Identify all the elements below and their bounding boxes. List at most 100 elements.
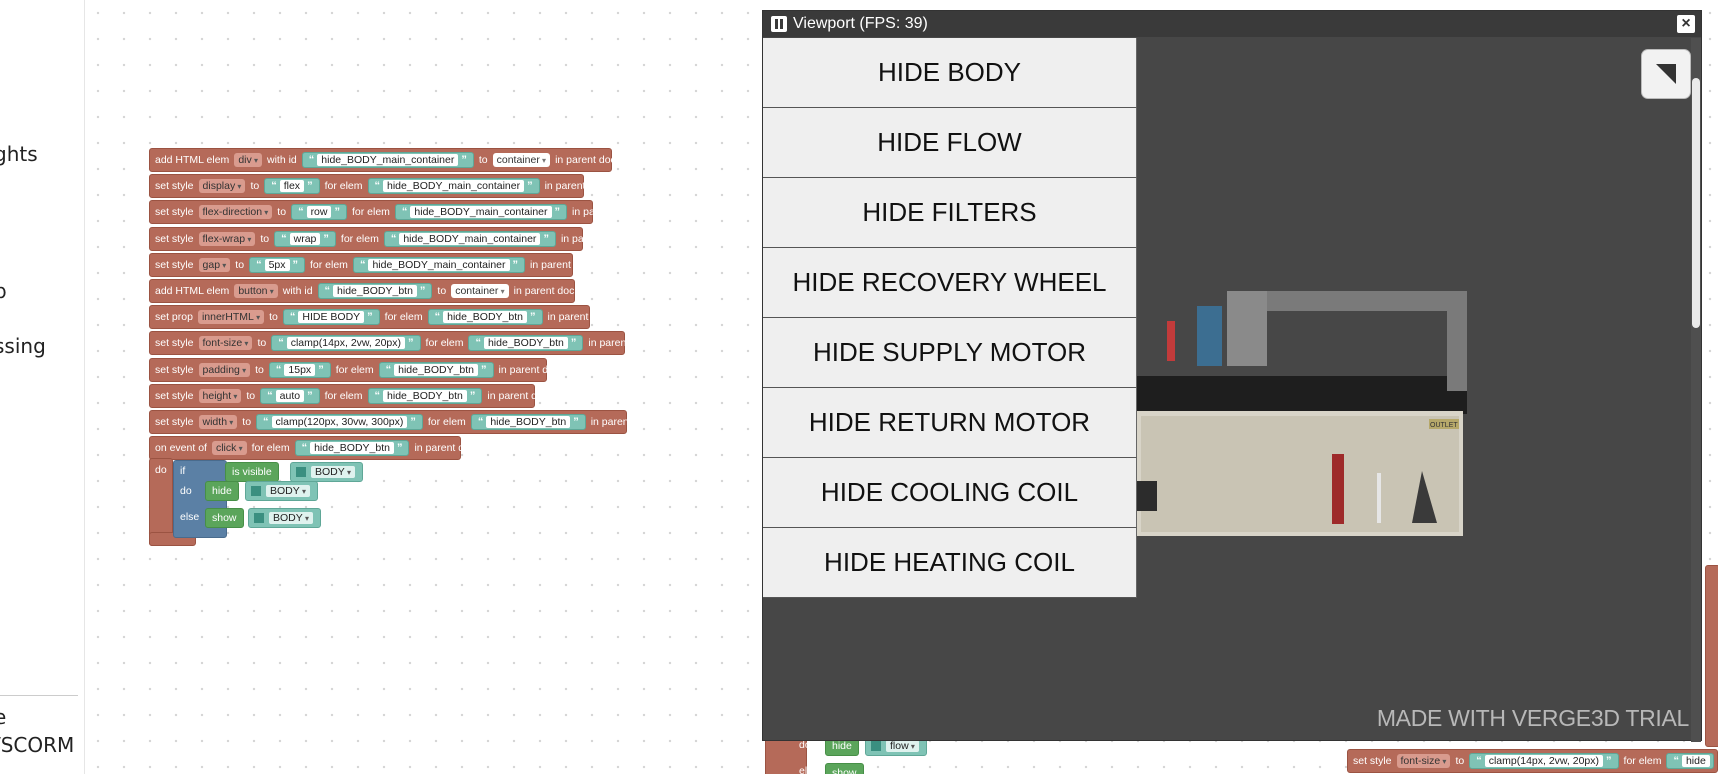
object-value[interactable]: flow	[886, 740, 919, 752]
block-dropdown[interactable]: flex-direction	[198, 205, 273, 220]
script-block-row[interactable]: add HTML elemdivwith id“hide_BODY_main_c…	[149, 148, 616, 172]
block-dropdown-2[interactable]: container	[451, 284, 509, 298]
block-string-2-text[interactable]: hide_BODY_main_container	[399, 232, 541, 245]
sidebar-item-1[interactable]: ghts	[0, 142, 38, 166]
script-block-row[interactable]: set styleheightto“auto”for elem“hide_BOD…	[149, 383, 548, 408]
block-string-1-text[interactable]: clamp(14px, 2vw, 20px)	[286, 337, 406, 350]
hide-block[interactable]: hide	[205, 481, 239, 501]
block-string-1[interactable]: “5px”	[249, 256, 305, 273]
block-string-1-text[interactable]: HIDE BODY	[298, 311, 365, 324]
script-block-row[interactable]: add HTML elembuttonwith id“hide_BODY_btn…	[149, 279, 575, 303]
bottom-value-text[interactable]: clamp(14px, 2vw, 20px)	[1484, 755, 1604, 767]
block-string-1-text[interactable]: clamp(120px, 30vw, 300px)	[271, 416, 408, 428]
block-string-2[interactable]: “hide_BODY_btn”	[367, 387, 483, 404]
viewport-scrollbar[interactable]	[1691, 38, 1701, 742]
block-dropdown-2[interactable]: container	[492, 153, 551, 167]
bottom-elem-string[interactable]: “hide	[1666, 753, 1714, 769]
object-body-block-3[interactable]: BODY	[248, 508, 322, 528]
bottom-prop-dropdown[interactable]: font-size	[1396, 754, 1451, 768]
script-block-row[interactable]: set styledisplayto“flex”for elem“hide_BO…	[149, 174, 605, 199]
is-visible-block[interactable]: is visible	[225, 462, 279, 482]
block-string-1-text[interactable]: 15px	[284, 363, 316, 376]
script-block-row[interactable]: set stylegapto“5px”for elem“hide_BODY_ma…	[149, 252, 591, 277]
block-string-2-text[interactable]: hide_BODY_btn	[486, 416, 571, 428]
block-string-2[interactable]: “hide_BODY_main_container”	[394, 204, 568, 221]
block-string-2[interactable]: “hide_BODY_main_container”	[352, 256, 526, 273]
block-dropdown[interactable]: gap	[198, 257, 231, 272]
script-block-row[interactable]: set stylepaddingto“15px”for elem“hide_BO…	[149, 357, 559, 382]
block-string-2[interactable]: “hide_BODY_main_container”	[383, 230, 556, 247]
sidebar-item-2[interactable]: p	[0, 279, 7, 303]
close-icon[interactable]: ×	[1677, 15, 1695, 33]
block-dropdown[interactable]: innerHTML	[197, 310, 265, 325]
block-string-1-text[interactable]: 5px	[264, 258, 290, 271]
hide-button[interactable]: HIDE FILTERS	[763, 178, 1137, 248]
bottom-value-string[interactable]: “clamp(14px, 2vw, 20px)”	[1469, 753, 1619, 769]
block-string-1[interactable]: “row”	[291, 204, 347, 221]
block-string-2[interactable]: “hide_BODY_btn”	[378, 361, 494, 378]
block-string-1[interactable]: “wrap”	[274, 230, 336, 247]
block-string-1-text[interactable]: row	[306, 206, 332, 219]
block-string-1-text[interactable]: hide_BODY_main_container	[317, 154, 459, 166]
block-string-1[interactable]: “HIDE BODY”	[282, 309, 380, 326]
sidebar-item-5[interactable]: /SCORM	[0, 733, 75, 757]
pause-icon[interactable]	[771, 16, 787, 32]
block-string-2-text[interactable]: hide_BODY_main_container	[410, 206, 552, 219]
hide-button[interactable]: HIDE RETURN MOTOR	[763, 388, 1137, 458]
hvac-3d-scene[interactable]: OUTLET	[1137, 251, 1477, 581]
hide-button[interactable]: HIDE RECOVERY WHEEL	[763, 248, 1137, 318]
block-string-1[interactable]: “hide_BODY_btn”	[294, 440, 410, 457]
hide-button[interactable]: HIDE COOLING COIL	[763, 458, 1137, 528]
hide-button[interactable]: HIDE HEATING COIL	[763, 528, 1137, 598]
object-body-block-1[interactable]: BODY	[290, 462, 364, 482]
block-string-2-text[interactable]: hide_BODY_btn	[394, 363, 479, 376]
block-dropdown[interactable]: width	[198, 415, 238, 429]
block-string-1[interactable]: “hide_BODY_main_container”	[301, 152, 474, 168]
block-string-2-text[interactable]: hide_BODY_btn	[443, 311, 527, 324]
script-block-row[interactable]: set propinnerHTMLto“HIDE BODY”for elem“h…	[149, 305, 608, 330]
block-dropdown[interactable]: display	[198, 179, 246, 194]
block-string-1-text[interactable]: auto	[275, 389, 305, 402]
hide-button[interactable]: HIDE FLOW	[763, 108, 1137, 178]
block-string-1[interactable]: “15px”	[268, 361, 331, 378]
bottom-set-style-block[interactable]: set style font-size to “clamp(14px, 2vw,…	[1347, 749, 1718, 773]
hide-button[interactable]: HIDE SUPPLY MOTOR	[763, 318, 1137, 388]
object-value[interactable]: BODY	[269, 512, 314, 524]
block-dropdown[interactable]: font-size	[198, 336, 253, 351]
bottom-show-block[interactable]: show	[825, 763, 864, 774]
block-string-1[interactable]: “flex”	[264, 178, 320, 195]
block-string-2[interactable]: “hide_BODY_btn”	[470, 414, 586, 430]
object-value[interactable]: BODY	[311, 466, 356, 478]
block-dropdown[interactable]: button	[234, 284, 278, 298]
sidebar-item-4[interactable]: e	[0, 705, 6, 729]
block-string-2-text[interactable]: hide_BODY_btn	[483, 337, 568, 350]
block-string-1-text[interactable]: hide_BODY_btn	[333, 285, 417, 297]
block-dropdown[interactable]: padding	[198, 362, 251, 377]
block-string-1[interactable]: “hide_BODY_btn”	[317, 283, 433, 299]
block-string-2-text[interactable]: hide_BODY_main_container	[368, 258, 510, 271]
block-dropdown[interactable]: click	[211, 441, 247, 456]
block-string-1[interactable]: “clamp(120px, 30vw, 300px)”	[256, 414, 423, 430]
bottom-elem-text[interactable]: hide	[1681, 755, 1710, 767]
block-string-1-text[interactable]: hide_BODY_btn	[310, 442, 394, 455]
block-string-1[interactable]: “clamp(14px, 2vw, 20px)”	[271, 335, 421, 352]
block-string-1[interactable]: “auto”	[260, 387, 320, 404]
block-dropdown[interactable]: div	[234, 153, 262, 167]
fullscreen-icon[interactable]	[1641, 49, 1691, 99]
hide-button[interactable]: HIDE BODY	[763, 38, 1137, 108]
block-string-2[interactable]: “hide_BODY_btn”	[468, 335, 584, 352]
block-dropdown[interactable]: flex-wrap	[198, 231, 256, 246]
block-string-2-text[interactable]: hide_BODY_btn	[383, 389, 467, 402]
show-block[interactable]: show	[205, 508, 244, 528]
viewport-scrollbar-thumb[interactable]	[1692, 78, 1700, 328]
block-string-2[interactable]: “hide_BODY_main_container”	[367, 178, 540, 195]
viewport-titlebar[interactable]: Viewport (FPS: 39) ×	[763, 11, 1701, 37]
object-body-block-2[interactable]: BODY	[245, 481, 319, 501]
block-string-1-text[interactable]: wrap	[289, 232, 321, 245]
block-string-2-text[interactable]: hide_BODY_main_container	[383, 180, 525, 193]
